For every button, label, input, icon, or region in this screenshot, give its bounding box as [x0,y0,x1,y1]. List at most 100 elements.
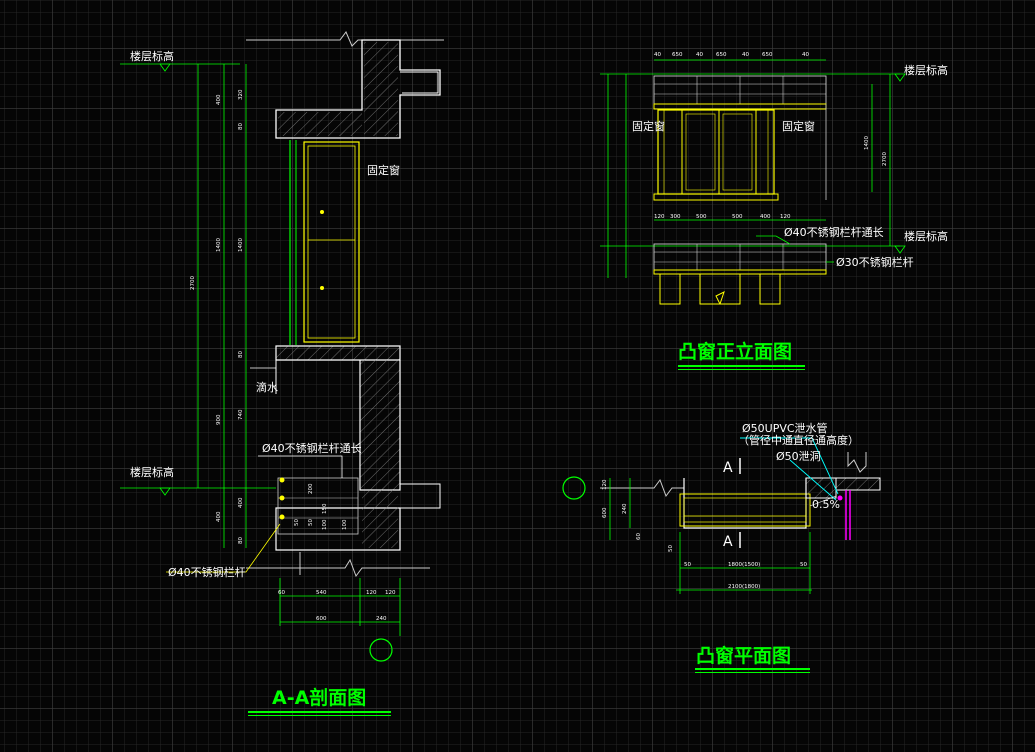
rail-note-leader-2 [166,523,281,573]
plan-window-frame [679,493,811,527]
aa-bottom-dim-0: 60 [278,590,285,596]
upper-wall-hatch [364,42,398,136]
railing-box [277,477,359,535]
elev-bottom-dim-3: 500 [732,214,743,220]
window-sill-slab [275,345,401,361]
elev-glass-right [722,113,753,191]
aa-dim-inner-5: 400 [238,497,244,508]
elev-support [759,274,781,305]
elev-right-dim-1: 2700 [882,152,888,166]
plan-left-dim-2: 240 [622,503,628,514]
window-hinge-dot [320,210,324,214]
elev-support [659,274,681,305]
aa-bottom-dim-4: 600 [316,616,327,622]
plan-hole-leader [789,459,837,501]
aa-dim-inner-2: 1400 [238,238,244,252]
plan-section-mark-top: A [723,460,733,476]
elev-leader-1 [756,235,791,245]
aa-dim-mid-3: 400 [216,511,222,522]
plan-drain-pipe-label: Ø50UPVC泄水管 [742,421,828,435]
rail-note-leader-1 [258,455,343,478]
plan-slope-label: 0.5% [812,498,840,511]
plan-left-dim-1: 600 [602,507,608,518]
elev-bottom-dim-2: 500 [696,214,707,220]
aa-dim-mid-0: 400 [216,94,222,105]
aa-floor-level-bottom-label: 楼层标高 [130,465,174,479]
floor-level-symbol [159,63,171,72]
plan-drain-pipe-note: （管径中通直径通高度） [738,433,859,447]
aa-drip-label: 滴水 [256,380,278,394]
plan-axis-bubble [562,476,586,500]
aa-dim-mid-2: 900 [216,414,222,425]
lower-wall [359,360,401,491]
fixed-window-glass [307,145,356,339]
plan-drain-hole-label: Ø50泄洞 [776,450,821,463]
aa-bottom-dim-2: 120 [366,590,377,596]
plan-bottom-dim-2: 50 [684,562,691,568]
aa-rail-dim-3: 50 [294,519,300,526]
elev-rail-note-1: Ø40不锈钢栏杆通长 [784,225,884,239]
aa-rail-dim-1: 150 [322,503,328,514]
fixed-window-frame [303,141,360,343]
elevation-title: 凸窗正立面图 [678,340,792,363]
plan-break-top [847,452,867,473]
rail-section-dot [279,477,285,483]
elev-title-underline-2 [678,369,805,370]
plan-wall [835,477,881,491]
aa-dim-inner-0: 320 [238,89,244,100]
aa-rail-dim-2: 100 [342,519,348,530]
aa-dim-inner-1: 80 [238,123,244,130]
bottom-bay-slab [275,507,401,551]
plan-left-dim-0: 120 [602,479,608,490]
aa-title-underline-2 [248,715,391,716]
aa-title-underline [248,711,391,713]
elev-bottom-dim-0: 120 [654,214,665,220]
plan-bottom-dim-0: 1800(1500) [728,562,760,568]
plan-left-dim-4: 50 [668,545,674,552]
rail-section-dot [279,495,285,501]
elev-sill [653,193,779,201]
break-line-top [246,31,444,47]
aa-rail-note-2: Ø40不锈钢栏杆 [168,565,246,579]
aa-rail-note-1: Ø40不锈钢栏杆通长 [262,441,362,455]
elev-glass-left [685,113,716,191]
elev-top-dim-3: 650 [716,52,727,58]
plan-section-mark-bottom: A [723,534,733,550]
upper-floor-slab [400,71,439,94]
elev-support [699,274,741,305]
elev-bottom-slab [653,269,827,275]
plan-window-glass [683,497,807,523]
upper-wall-slab [275,39,441,139]
upper-slab-hatch [278,112,362,136]
elev-top-slab [653,103,827,110]
bottom-wall-hatch [362,490,398,548]
plan-title: 凸窗平面图 [696,644,791,667]
aa-rail-dim-5: 100 [322,519,328,530]
aa-bottom-dim-3: 120 [385,590,396,596]
plan-bay-outline [683,478,807,529]
aa-dim-mid-1: 1400 [216,238,222,252]
floor-level-symbol [159,487,171,496]
elev-top-dim-0: 40 [654,52,661,58]
plan-drawing [562,437,881,594]
axis-bubble [369,638,393,662]
elev-bottom-dim-1: 300 [670,214,681,220]
plan-bottom-dim-1: 2100(1800) [728,584,760,590]
elev-window-frame [657,109,775,195]
aa-floor-level-top-label: 楼层标高 [130,49,174,63]
section-aa-drawing [120,31,444,662]
aa-rail-dim-4: 50 [308,519,314,526]
elev-rail-note-2: Ø30不锈钢栏杆 [836,255,914,269]
elev-top-dim-6: 40 [802,52,809,58]
rail-section-dot [279,514,285,520]
plan-bottom-dim-3: 50 [800,562,807,568]
aa-dim-outer-0: 2700 [190,276,196,290]
elev-top-dim-1: 650 [672,52,683,58]
plan-title-underline [695,668,810,670]
aa-fixed-window-label: 固定窗 [367,163,400,177]
elev-fixed-window-left: 固定窗 [632,119,665,133]
elev-floor-level-top-label: 楼层标高 [904,63,948,77]
floor-level-symbol [894,245,906,254]
